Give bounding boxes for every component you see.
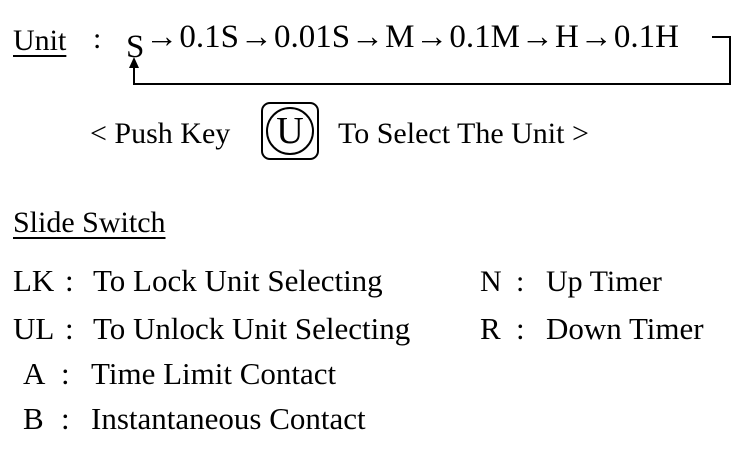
slide-item-colon: :	[65, 311, 74, 346]
unit-colon: :	[93, 22, 102, 55]
slide-item-desc: Instantaneous Contact	[91, 401, 366, 436]
loop-arrowhead	[129, 57, 139, 68]
slide-item-r: R : Down Timer	[480, 313, 704, 344]
slide-item-key: R	[480, 311, 501, 346]
arrow-1: →	[145, 19, 179, 55]
slide-item-colon: :	[516, 265, 525, 298]
slide-item-key: LK	[13, 263, 55, 298]
slide-item-a: A : Time Limit Contact	[23, 358, 336, 389]
push-key-suffix: To Select The Unit >	[338, 117, 589, 150]
slide-item-lk: LK : To Lock Unit Selecting	[13, 265, 383, 296]
slide-item-ul: UL : To Unlock Unit Selecting	[13, 313, 410, 344]
u-key-label: U	[276, 110, 304, 152]
slide-item-b: B : Instantaneous Contact	[23, 403, 366, 434]
slide-item-desc: To Lock Unit Selecting	[93, 263, 383, 298]
slide-switch-heading: Slide Switch	[13, 206, 166, 239]
arrow-6: →	[579, 19, 613, 55]
unit-sequence: S → 0.1S → 0.01S → M → 0.1M → H → 0.1H	[126, 19, 679, 64]
slide-item-desc: Down Timer	[546, 311, 704, 346]
unit-h: H	[555, 19, 579, 55]
slide-item-key: UL	[13, 311, 55, 346]
slide-item-key: B	[23, 401, 44, 436]
unit-0-1s: 0.1S	[179, 19, 239, 55]
slide-item-desc: To Unlock Unit Selecting	[93, 311, 411, 346]
loop-line	[133, 36, 731, 85]
unit-0-01s: 0.01S	[273, 19, 351, 55]
unit-s: S	[126, 29, 145, 65]
unit-heading: Unit	[13, 24, 67, 57]
slide-item-colon: :	[516, 311, 525, 346]
slide-item-desc: Time Limit Contact	[91, 356, 337, 391]
slide-item-colon: :	[65, 263, 74, 298]
arrow-4: →	[415, 19, 449, 55]
push-key-prefix: < Push Key	[90, 117, 231, 150]
slide-item-colon: :	[61, 401, 70, 436]
u-key-button: U	[261, 102, 319, 160]
slide-item-desc: Up Timer	[546, 265, 662, 298]
unit-0-1m: 0.1M	[449, 19, 521, 55]
slide-item-key: A	[23, 356, 46, 391]
slide-item-n: N : Up Timer	[480, 267, 662, 297]
arrow-3: →	[351, 19, 385, 55]
unit-0-1h: 0.1H	[613, 19, 679, 55]
arrow-2: →	[239, 19, 273, 55]
slide-item-key: N	[480, 265, 502, 298]
slide-item-colon: :	[61, 356, 70, 391]
arrow-5: →	[521, 19, 555, 55]
u-key-circle: U	[266, 107, 314, 155]
unit-m: M	[385, 19, 415, 55]
